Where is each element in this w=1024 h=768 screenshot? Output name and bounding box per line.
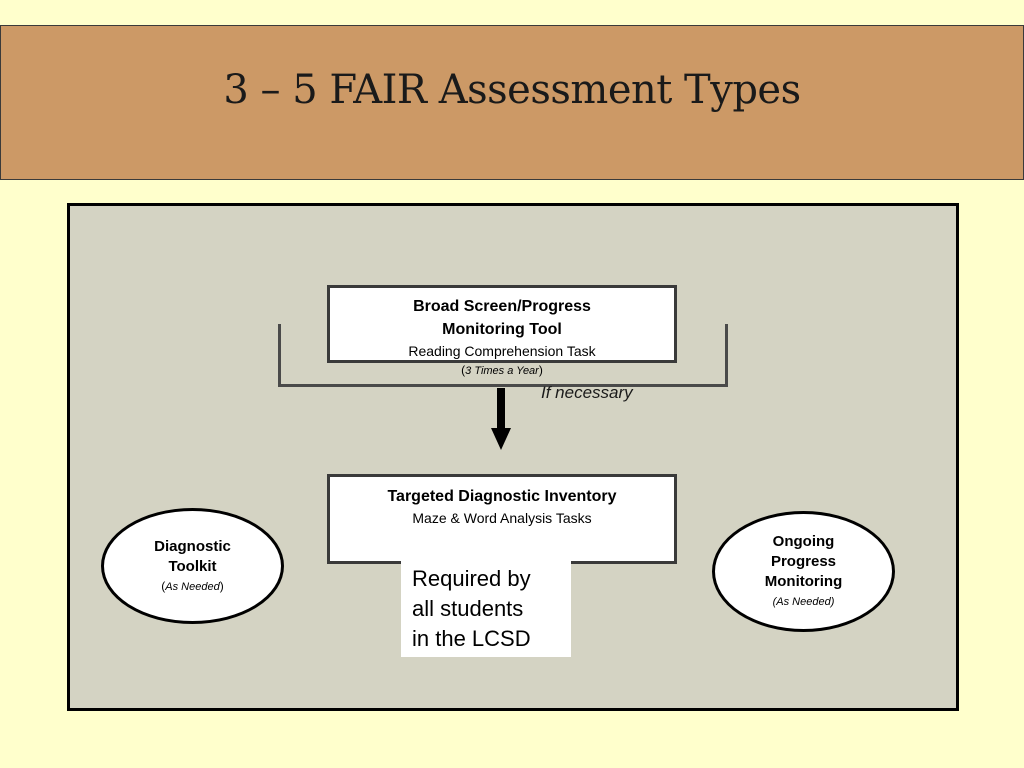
arrow-label: If necessary (541, 383, 633, 402)
frequency-open-paren: ( (461, 363, 466, 377)
broad-screen-box: Broad Screen/Progress Monitoring Tool Re… (327, 285, 677, 377)
diagnostic-toolkit-ellipse: Diagnostic Toolkit (As Needed) (101, 508, 284, 624)
ongoing-progress-line1: Ongoing (772, 533, 835, 550)
frequency-text: 3 Times a Year (465, 365, 539, 377)
ongoing-progress-note: (As Needed) (773, 592, 835, 611)
required-note: Required by all students in the LCSD (401, 560, 571, 657)
ongoing-progress-ellipse: Ongoing Progress Monitoring (As Needed) (712, 511, 895, 632)
down-arrow-shaft (497, 388, 505, 430)
left-note-open-paren: ( (161, 578, 166, 593)
required-note-line3: in the LCSD (412, 626, 531, 651)
required-note-line2: all students (412, 596, 524, 621)
broad-screen-frequency: (3 Times a Year) (330, 363, 674, 378)
ongoing-progress-line2: Progress (770, 553, 837, 570)
left-note-close-paren: ) (219, 578, 224, 593)
targeted-diagnostic-box: Targeted Diagnostic Inventory Maze & Wor… (327, 474, 677, 564)
right-note-close-paren: ) (830, 596, 835, 608)
right-note-open-paren: ( (772, 596, 777, 608)
slide-title: 3 – 5 FAIR Assessment Types (223, 67, 801, 113)
diagnostic-toolkit-line1: Diagnostic (154, 537, 231, 555)
diagnostic-toolkit-line2: Toolkit (168, 557, 217, 575)
diagnostic-toolkit-note: (As Needed) (161, 577, 223, 596)
right-note-text: As Needed (776, 596, 831, 608)
down-arrow-icon (491, 428, 511, 450)
left-note-text: As Needed (165, 580, 220, 593)
broad-screen-task: Reading Comprehension Task (408, 343, 596, 359)
targeted-diagnostic-title: Targeted Diagnostic Inventory (387, 488, 617, 505)
bracket-connector (278, 324, 728, 387)
title-band (0, 25, 1024, 180)
broad-screen-title-line1: Broad Screen/Progress (413, 298, 591, 315)
ongoing-progress-line3: Monitoring (764, 573, 843, 590)
required-note-line1: Required by (412, 566, 531, 591)
broad-screen-title-line2: Monitoring Tool (442, 321, 562, 338)
frequency-close-paren: ) (538, 363, 543, 377)
targeted-diagnostic-tasks: Maze & Word Analysis Tasks (412, 510, 592, 526)
